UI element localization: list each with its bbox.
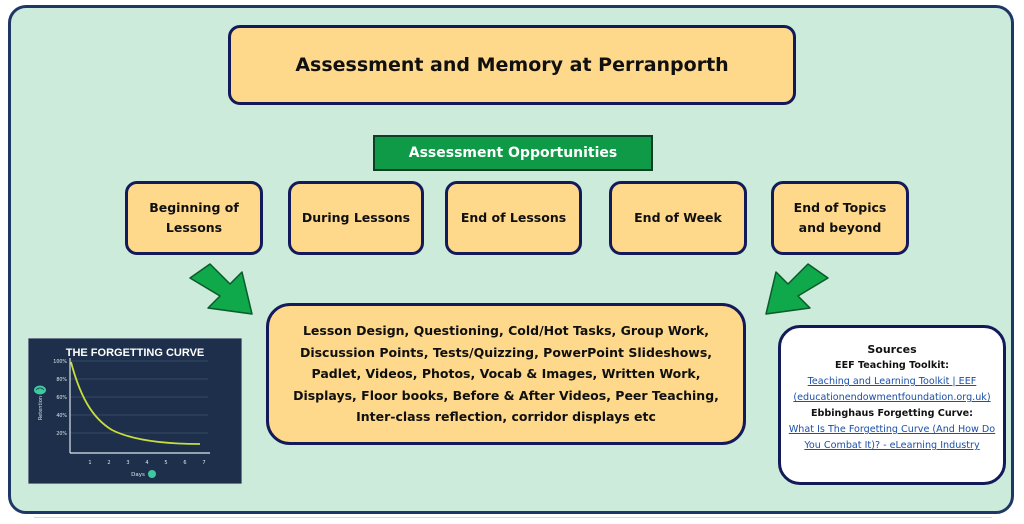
stage-end-of-topics: End of Topics and beyond [771,181,909,255]
y-tick: 40% [56,413,67,419]
eef-label: EEF Teaching Toolkit: [835,360,949,371]
graph-title: THE FORGETTING CURVE [66,347,205,359]
ebbinghaus-label: Ebbinghaus Forgetting Curve: [810,408,974,419]
stage-label: Beginning of Lessons [149,200,239,235]
arrow-down-left-icon [765,263,829,315]
y-tick: 60% [56,395,67,401]
stage-end-of-week: End of Week [609,181,747,255]
eef-link[interactable]: Teaching and Learning Toolkit | EEF (edu… [793,376,991,403]
x-tick: 3 [126,460,129,466]
y-tick: 100% [53,359,67,365]
activities-last-line: Inter-class reflection, corridor display… [356,409,656,425]
x-tick: 4 [145,460,148,466]
activities-text: Lesson Design, Questioning, Cold/Hot Tas… [293,323,719,403]
x-tick: 2 [107,460,110,466]
assessment-opportunities-header: Assessment Opportunities [373,135,653,171]
stage-during-lessons: During Lessons [288,181,424,255]
ebbinghaus-link[interactable]: What Is The Forgetting Curve (And How Do… [788,424,996,451]
days-dot-icon [148,470,156,478]
stage-label: End of Topics and beyond [793,200,887,235]
stage-end-of-lessons: End of Lessons [445,181,582,255]
x-tick: 1 [88,460,91,466]
sources-box: Sources EEF Teaching Toolkit: Teaching a… [778,325,1006,485]
x-tick: 7 [202,460,205,466]
assessment-opportunities-text: Assessment Opportunities [408,145,618,161]
page-title-text: Assessment and Memory at Perranporth [295,54,729,76]
x-tick: 5 [164,460,167,466]
stage-label: End of Lessons [460,210,567,225]
page-bottom-rule [34,517,992,518]
y-tick: 20% [56,431,67,437]
stage-label: During Lessons [301,210,411,225]
brain-icon [34,385,46,395]
graph-x-label: Days [131,472,145,478]
page-title: Assessment and Memory at Perranporth [228,25,796,105]
assessment-activities-box: Lesson Design, Questioning, Cold/Hot Tas… [266,303,746,445]
stage-label: End of Week [634,210,722,225]
x-tick: 6 [183,460,186,466]
sources-title: Sources [867,343,917,356]
y-tick: 80% [56,377,67,383]
graph-y-label: Retention [38,396,44,420]
forgetting-curve-line [70,361,201,445]
arrow-down-right-icon [189,263,253,315]
forgetting-curve-graph: THE FORGETTING CURVE 100% 80% 60% 40% 20… [28,338,242,484]
stage-beginning-of-lessons: Beginning of Lessons [125,181,263,255]
